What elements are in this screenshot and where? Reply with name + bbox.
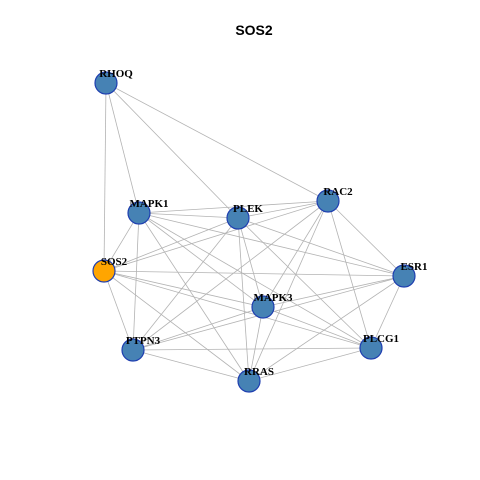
edge-sos2-esr1: [103, 270, 405, 277]
node-circle-rac2: [316, 189, 340, 213]
edge-rhoq-rac2: [105, 82, 329, 202]
edge-mapk3-plcg1: [262, 306, 372, 349]
edge-rhoq-plek: [105, 82, 239, 219]
edge-esr1-rras: [248, 275, 405, 382]
node-sos2: SOS2: [92, 256, 128, 283]
edge-plek-sos2: [103, 217, 239, 272]
edge-rac2-ptpn3: [132, 200, 329, 351]
edge-rac2-sos2: [103, 200, 329, 272]
edge-rras-plcg1: [248, 347, 372, 382]
edge-mapk1-plek: [138, 212, 239, 219]
edge-rac2-rras: [248, 200, 329, 382]
node-label-rhoq: RHOQ: [99, 68, 133, 80]
edge-rhoq-sos2: [103, 82, 107, 272]
node-circle-rhoq: [94, 71, 118, 95]
node-label-mapk1: MAPK1: [129, 198, 168, 210]
edge-rac2-mapk3: [262, 200, 329, 308]
edge-plek-rras: [237, 217, 250, 382]
edge-sos2-mapk3: [103, 270, 264, 308]
edge-mapk1-rac2: [138, 200, 329, 214]
edge-rac2-plcg1: [327, 200, 372, 349]
edge-mapk3-rras: [248, 306, 264, 382]
node-ptpn3: PTPN3: [121, 335, 161, 362]
node-label-mapk3: MAPK3: [253, 292, 293, 304]
edge-mapk1-mapk3: [138, 212, 264, 308]
edge-ptpn3-rras: [132, 349, 250, 382]
edge-mapk1-plcg1: [138, 212, 372, 349]
node-label-plek: PLEK: [233, 203, 263, 215]
node-label-sos2: SOS2: [101, 256, 128, 268]
edge-plek-mapk3: [237, 217, 264, 308]
node-circle-plcg1: [359, 336, 383, 360]
edge-esr1-plcg1: [370, 275, 405, 349]
edge-sos2-plcg1: [103, 270, 372, 349]
node-label-esr1: ESR1: [401, 261, 428, 273]
edge-mapk1-ptpn3: [132, 212, 140, 351]
node-circle-plek: [226, 206, 250, 230]
edge-sos2-rras: [103, 270, 250, 382]
node-circle-ptpn3: [121, 338, 145, 362]
node-circle-mapk1: [127, 201, 151, 225]
node-plek: PLEK: [226, 203, 263, 230]
edge-rac2-esr1: [327, 200, 405, 277]
node-label-rras: RRAS: [244, 366, 274, 378]
node-label-plcg1: PLCG1: [363, 333, 399, 345]
node-rac2: RAC2: [316, 186, 353, 213]
node-label-rac2: RAC2: [323, 186, 353, 198]
edge-mapk3-ptpn3: [132, 306, 264, 351]
node-circle-rras: [237, 369, 261, 393]
edge-plek-plcg1: [237, 217, 372, 349]
node-esr1: ESR1: [392, 261, 428, 288]
node-circle-sos2: [92, 259, 116, 283]
node-plcg1: PLCG1: [359, 333, 399, 360]
node-mapk3: MAPK3: [251, 292, 293, 319]
node-label-ptpn3: PTPN3: [126, 335, 161, 347]
node-rras: RRAS: [237, 366, 274, 393]
graph-title: SOS2: [235, 22, 273, 38]
edge-layer: [103, 82, 405, 382]
node-circle-esr1: [392, 264, 416, 288]
edge-plek-esr1: [237, 217, 405, 277]
node-circle-mapk3: [251, 295, 275, 319]
edge-plek-ptpn3: [132, 217, 239, 351]
edge-sos2-ptpn3: [103, 270, 134, 351]
node-mapk1: MAPK1: [127, 198, 169, 225]
edge-plek-rac2: [237, 200, 329, 219]
edge-rhoq-mapk1: [105, 82, 140, 214]
edge-esr1-mapk3: [262, 275, 405, 308]
edge-ptpn3-plcg1: [132, 347, 372, 351]
node-rhoq: RHOQ: [94, 68, 133, 95]
